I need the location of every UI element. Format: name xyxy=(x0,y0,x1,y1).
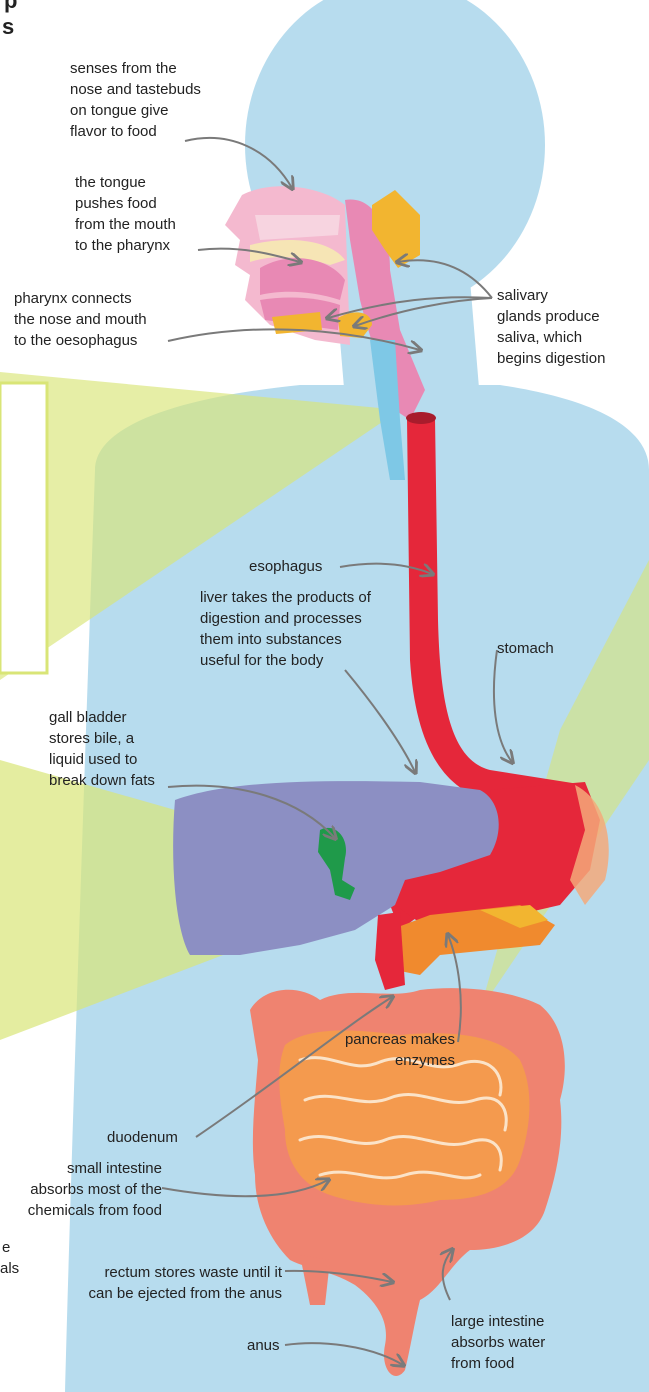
label-senses: senses from the nose and tastebuds on to… xyxy=(70,58,230,142)
label-stomach: stomach xyxy=(497,638,577,659)
label-salivary: salivary glands produce saliva, which be… xyxy=(497,285,637,369)
label-small-intestine: small intestine absorbs most of the chem… xyxy=(0,1158,162,1221)
label-gall-bladder: gall bladder stores bile, a liquid used … xyxy=(49,707,179,791)
label-pancreas: pancreas makes enzymes xyxy=(325,1029,455,1071)
fragment-top-p: p xyxy=(4,0,17,11)
inset-box-frame xyxy=(0,383,47,673)
label-pharynx: pharynx connects the nose and mouth to t… xyxy=(14,288,174,351)
esophagus-top xyxy=(406,412,436,424)
label-liver: liver takes the products of digestion an… xyxy=(200,587,410,671)
fragment-top-s: s xyxy=(2,16,14,37)
label-esophagus: esophagus xyxy=(249,556,349,577)
label-tongue: the tongue pushes food from the mouth to… xyxy=(75,172,205,256)
label-large-intestine: large intestine absorbs water from food xyxy=(451,1311,581,1374)
fragment-left-e: e xyxy=(2,1237,10,1258)
label-rectum: rectum stores waste until it can be ejec… xyxy=(50,1262,282,1304)
fragment-left-als: als xyxy=(0,1258,19,1279)
label-anus: anus xyxy=(247,1335,297,1356)
label-duodenum: duodenum xyxy=(107,1127,202,1148)
